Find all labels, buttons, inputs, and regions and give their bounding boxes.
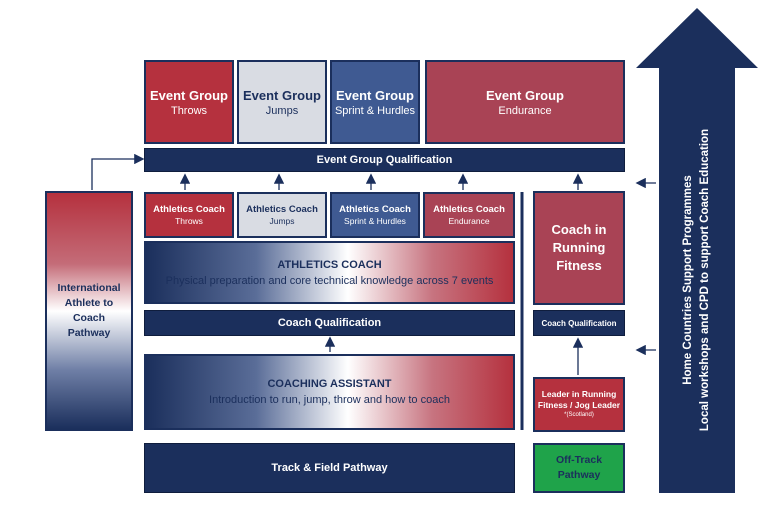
event-group-title: Event Group bbox=[242, 87, 321, 103]
event-group-qualification-label: Event Group Qualification bbox=[316, 154, 453, 166]
athletics-coach-heading: ATHLETICS COACH bbox=[277, 258, 382, 271]
athletics-coach-throws: Athletics Coach Throws bbox=[144, 192, 234, 238]
athletics-coach-sprint-hurdles: Athletics Coach Sprint & Hurdles bbox=[330, 192, 420, 238]
coach-qualification-bar: Coach Qualification bbox=[144, 310, 515, 336]
event-group-endurance: Event Group Endurance bbox=[425, 60, 625, 144]
athletics-coach-jumps: Athletics Coach Jumps bbox=[237, 192, 327, 238]
home-countries-line2: Local workshops and CPD to support Coach… bbox=[699, 128, 711, 432]
athletics-coach-desc: Physical preparation and core technical … bbox=[165, 274, 494, 287]
event-group-sub: Jumps bbox=[265, 104, 299, 117]
event-group-jumps: Event Group Jumps bbox=[237, 60, 327, 144]
home-countries-line1: Home Countries Support Programmes bbox=[682, 175, 694, 385]
athletics-coach-endurance: Athletics Coach Endurance bbox=[423, 192, 515, 238]
event-group-sub: Endurance bbox=[498, 104, 552, 117]
event-group-title: Event Group bbox=[335, 87, 414, 103]
coaching-assistant-box: COACHING ASSISTANT Introduction to run, … bbox=[144, 354, 515, 430]
international-athlete-label: International Athlete to Coach Pathway bbox=[57, 282, 121, 339]
off-track-pathway: Off-Track Pathway bbox=[533, 443, 625, 493]
track-field-pathway-label: Track & Field Pathway bbox=[271, 462, 388, 474]
leader-running-fitness: Leader in Running Fitness / Jog Leader *… bbox=[533, 377, 625, 432]
coach-running-fitness: Coach in Running Fitness bbox=[533, 191, 625, 305]
big-up-arrow bbox=[636, 8, 758, 493]
athletics-coach-sub: Jumps bbox=[269, 215, 295, 226]
athletics-coach-sub: Sprint & Hurdles bbox=[344, 215, 406, 226]
coach-running-fitness-label: Coach in Running Fitness bbox=[551, 222, 607, 273]
athletics-coach-title: Athletics Coach bbox=[153, 203, 225, 215]
coach-qualification-label: Coach Qualification bbox=[277, 317, 382, 329]
event-group-throws: Event Group Throws bbox=[144, 60, 234, 144]
athletics-coach-title: Athletics Coach bbox=[339, 203, 411, 215]
event-group-title: Event Group bbox=[149, 87, 228, 103]
track-field-pathway: Track & Field Pathway bbox=[144, 443, 515, 493]
athletics-coach-title: Athletics Coach bbox=[433, 203, 505, 215]
coaching-assistant-desc: Introduction to run, jump, throw and how… bbox=[209, 394, 450, 406]
athletics-coach-title: Athletics Coach bbox=[246, 203, 318, 215]
rf-coach-qualification-label: Coach Qualification bbox=[541, 318, 617, 328]
event-group-title: Event Group bbox=[485, 87, 564, 103]
athletics-coach-sub: Endurance bbox=[448, 215, 490, 226]
off-track-pathway-label: Off-Track Pathway bbox=[555, 454, 603, 481]
athletics-coach-sub: Throws bbox=[175, 215, 203, 226]
event-group-sub: Sprint & Hurdles bbox=[334, 104, 416, 117]
event-group-sub: Throws bbox=[170, 104, 208, 117]
athletics-coach-box: ATHLETICS COACH Physical preparation and… bbox=[144, 241, 515, 304]
leader-running-fitness-label: Leader in Running Fitness / Jog Leader bbox=[537, 389, 621, 410]
event-group-sprint-hurdles: Event Group Sprint & Hurdles bbox=[330, 60, 420, 144]
home-countries-text: Home Countries Support Programmes Local … bbox=[680, 90, 714, 470]
leader-running-fitness-note: *(Scotland) bbox=[564, 412, 594, 418]
coaching-assistant-heading: COACHING ASSISTANT bbox=[267, 378, 392, 390]
international-athlete-pathway: International Athlete to Coach Pathway bbox=[45, 191, 133, 431]
rf-coach-qualification-bar: Coach Qualification bbox=[533, 310, 625, 336]
event-group-qualification-bar: Event Group Qualification bbox=[144, 148, 625, 172]
